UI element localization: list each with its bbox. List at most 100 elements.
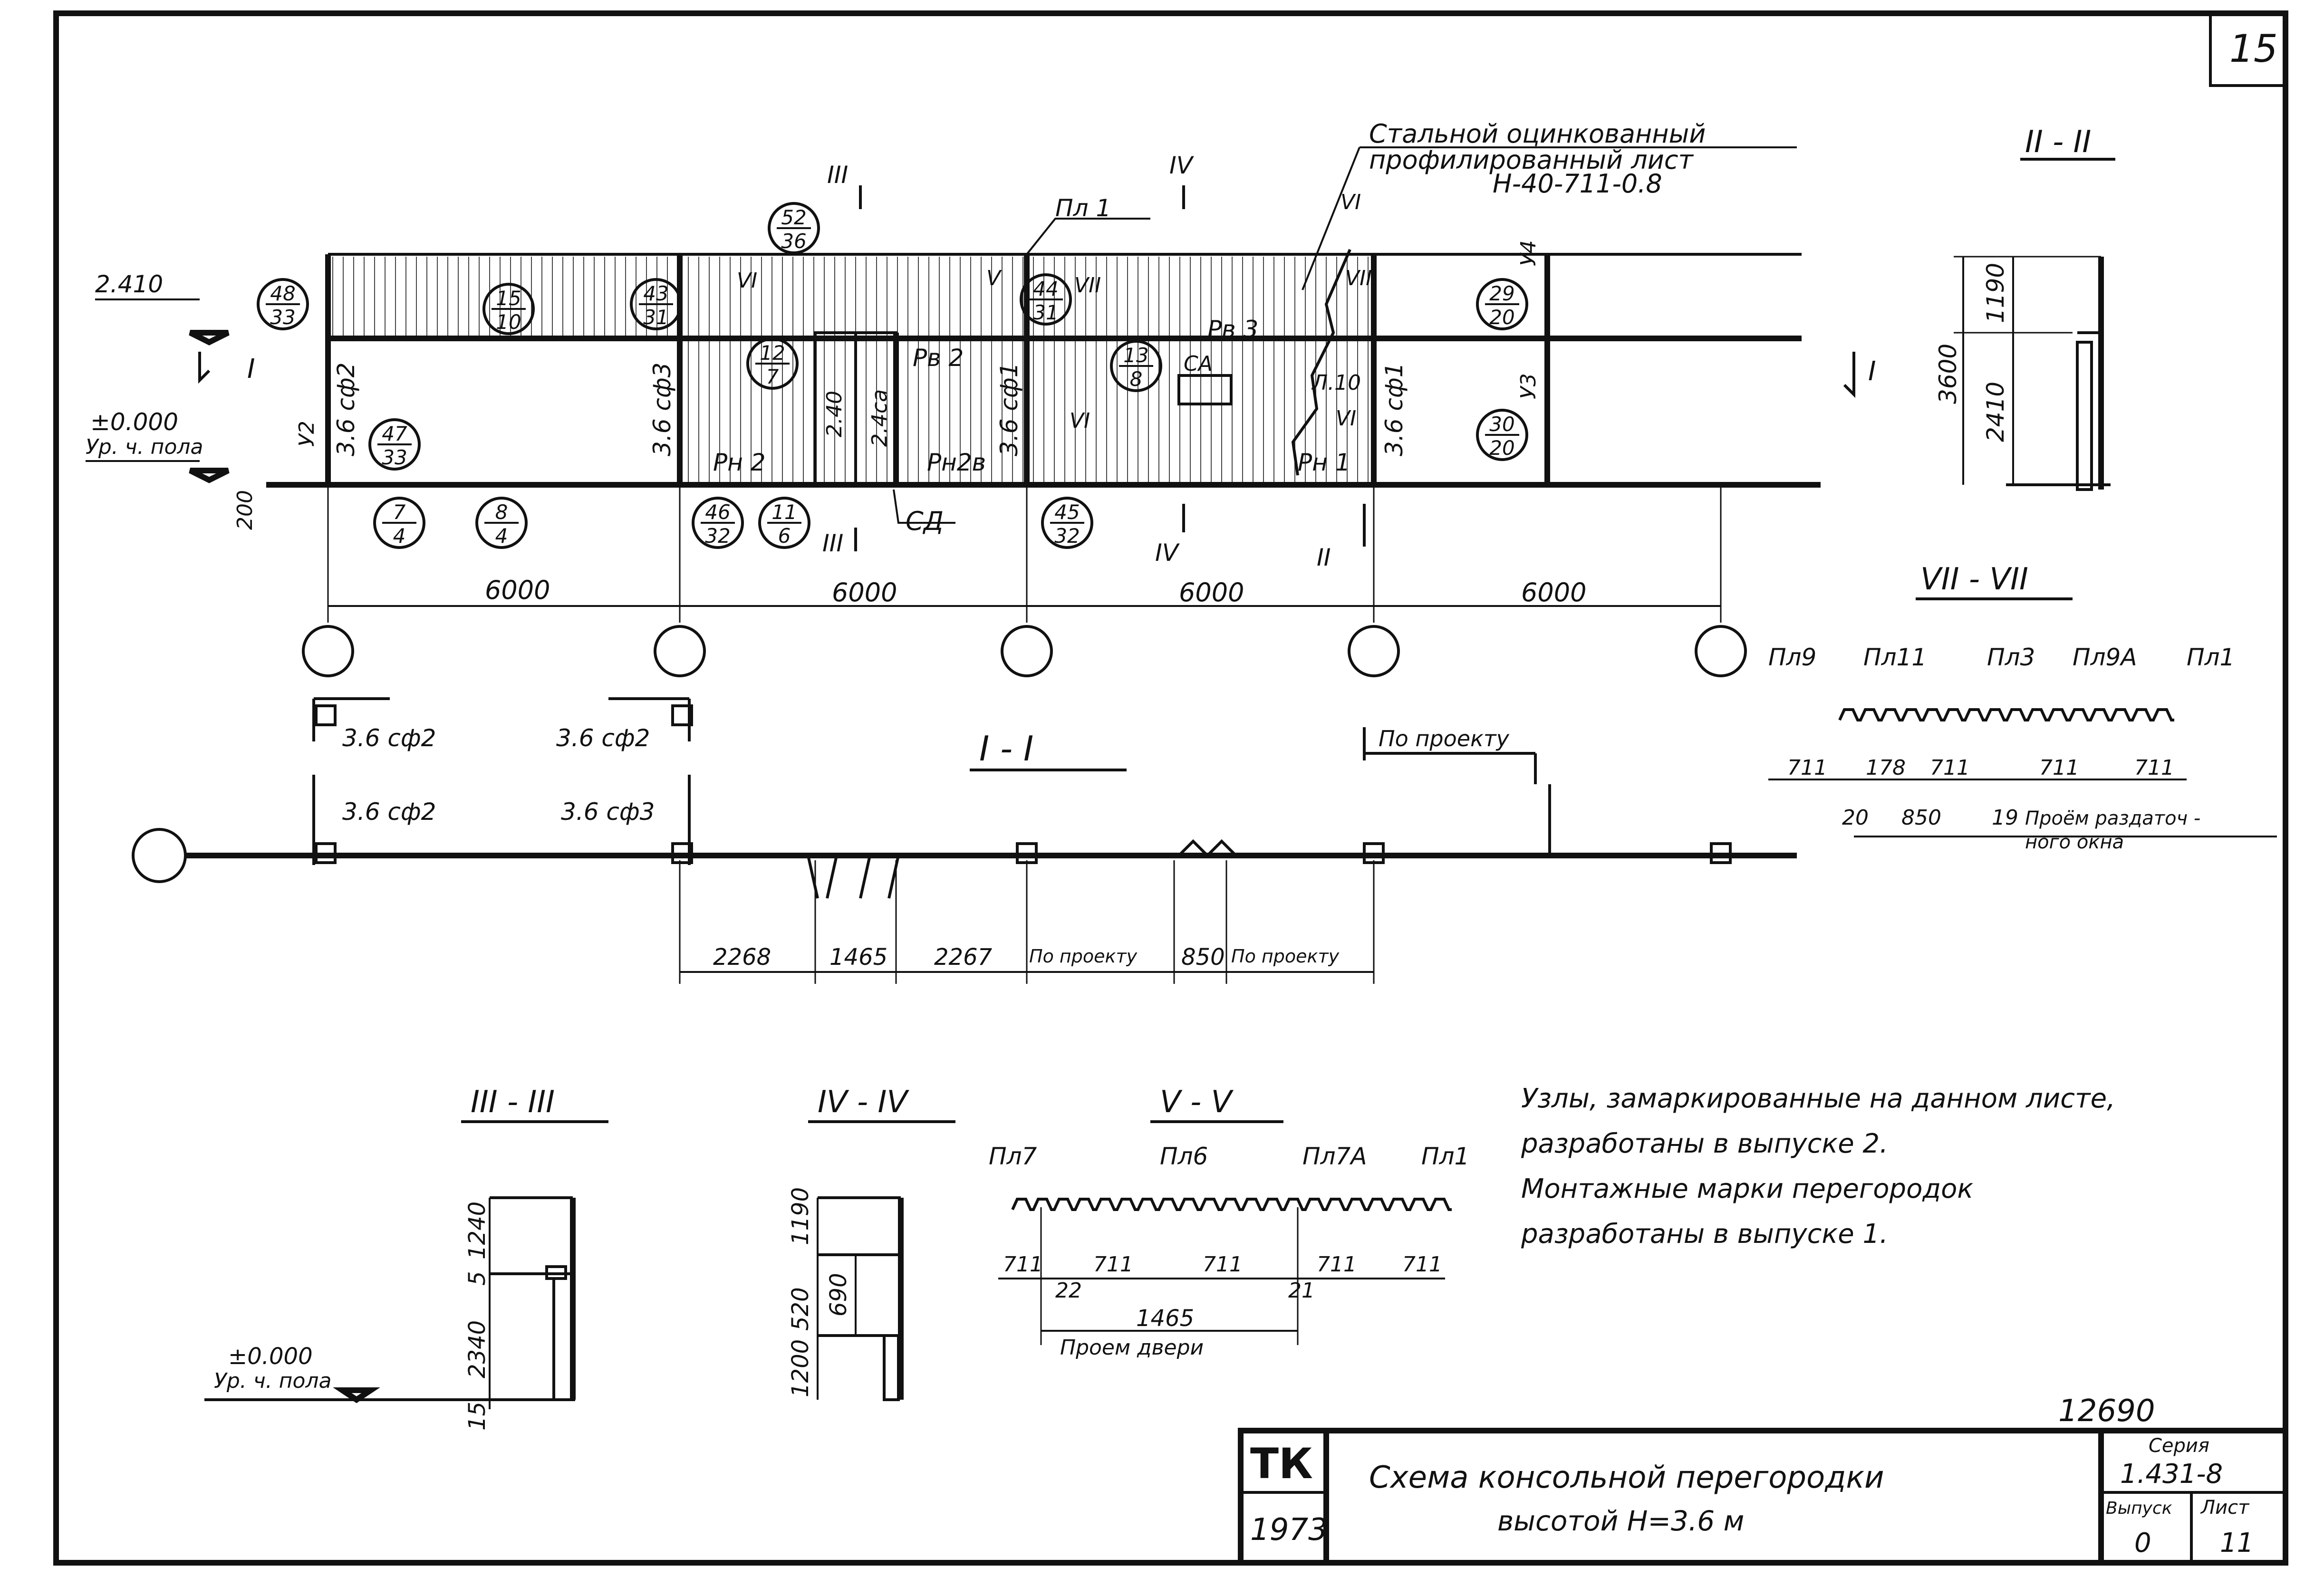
node-mark-top: 43 (643, 282, 668, 305)
cut-VI-left: VI (737, 269, 757, 293)
span-3: 6000 (1179, 577, 1244, 607)
title-year: 1973 (1250, 1512, 1328, 1548)
number-12690: 12690 (2058, 1394, 2155, 1429)
plan-mark-1: 3.6 сф2 (342, 724, 436, 752)
node-mark-top: 12 (760, 341, 785, 365)
section-VII-note-2: ного окна (2025, 831, 2124, 853)
cut-VII-right: VII (1345, 266, 1372, 290)
node-mark-top: 46 (705, 500, 730, 524)
label-sd: СД (906, 506, 944, 536)
serving-window (1177, 374, 1233, 405)
label-rn2v: Рн2в (927, 449, 986, 476)
title-org: ТК (1250, 1439, 1313, 1488)
title-sheet: 11 (2220, 1528, 2254, 1558)
axis-bubble-4 (1348, 625, 1400, 677)
note-3: Монтажные марки перегородок (1521, 1173, 1973, 1204)
section-VII-dim-2: 178 (1866, 756, 1906, 780)
label-l10: Л.10 (1311, 371, 1361, 395)
note-4: разработаны в выпуске 1. (1521, 1219, 1888, 1250)
cut-VI-mid: VI (1070, 409, 1090, 433)
section-V-dim-3: 711 (1203, 1252, 1243, 1277)
plan-mark-4: 3.6 сф3 (561, 798, 655, 826)
title-issue: 0 (2134, 1528, 2151, 1558)
section-I: I - I 3.6 сф2 3.6 сф2 3.6 сф2 3.6 сф3 По… (132, 697, 1797, 984)
cut-I-right: I (1868, 356, 1876, 387)
node-mark-top: 11 (771, 500, 797, 524)
title-line-1: Схема консольной перегородки (1369, 1460, 1884, 1495)
section-V-panel-1: Пл7 (989, 1143, 1037, 1170)
section-III-title: III - III (471, 1085, 555, 1120)
section-V-dim-22: 22 (1055, 1279, 1082, 1303)
section-VII-panel-5: Пл1 (2187, 644, 2235, 671)
plan-mark-2: 3.6 сф2 (556, 724, 650, 752)
node-mark-bottom: 10 (496, 310, 521, 334)
node-mark-bottom: 32 (1054, 524, 1080, 548)
section-III-dim-1240: 1240 (464, 1202, 491, 1260)
axis-bubble-3 (1001, 625, 1053, 677)
node-mark-bottom: 6 (778, 524, 791, 548)
title-series: 1.431-8 (2120, 1459, 2223, 1490)
label-rn2: Рн 2 (713, 449, 766, 476)
node-mark-bottom: 7 (766, 365, 779, 388)
col-mark-4: 3.6 сф1 (1380, 363, 1408, 456)
col-mark-1: 3.6 сф2 (332, 363, 360, 456)
span-1: 6000 (485, 575, 550, 605)
label-rv2: Рв 2 (913, 344, 964, 372)
plan-dim-project-2: По проекту (1231, 946, 1340, 967)
general-notes: Узлы, замаркированные на данном листе, р… (1521, 1083, 2115, 1250)
cut-I-left: I (247, 354, 255, 385)
panel-hatch (332, 257, 1369, 482)
section-II-dim-3600: 3600 (1934, 344, 1962, 404)
section-VII-dim-4: 711 (2039, 756, 2079, 780)
node-mark-top: 8 (495, 500, 508, 524)
section-I-title: I - I (979, 729, 1033, 769)
offset-200: 200 (233, 490, 257, 530)
section-VII-dim-3: 711 (1930, 756, 1970, 780)
section-VII-note-1: Проём раздаточ - (2025, 808, 2200, 829)
cut-VI-low: VI (1336, 406, 1356, 431)
node-mark-top: 29 (1489, 282, 1514, 305)
section-II-dim-2410: 2410 (1982, 382, 2009, 442)
plan-dim-1465: 1465 (829, 944, 887, 971)
section-IV-dim-520: 520 (787, 1287, 814, 1331)
node-mark-top: 13 (1123, 344, 1148, 367)
label-rn1: Рн 1 (1298, 449, 1350, 476)
node-mark-bottom: 4 (495, 524, 508, 548)
plan-dim-project-1: По проекту (1029, 946, 1138, 967)
col-mark-2: 3.6 сф3 (648, 363, 676, 456)
note-2: разработаны в выпуске 2. (1521, 1128, 1888, 1159)
section-V-dim-21: 21 (1288, 1279, 1315, 1303)
section-IV-title: IV - IV (818, 1085, 909, 1120)
cut-IV-bottom: IV (1155, 539, 1180, 567)
note-line-1: Стальной оцинкованный (1369, 119, 1706, 149)
section-V-dim-1465: 1465 (1136, 1305, 1194, 1332)
section-VII-panel-2: Пл11 (1863, 644, 1927, 671)
sheet-number-box (2209, 13, 2285, 87)
section-VII-panel-4: Пл9А (2073, 644, 2137, 671)
section-II-title: II - II (2025, 125, 2091, 160)
note-line-2: профилированный лист (1369, 145, 1694, 175)
cut-IV-top: IV (1169, 152, 1195, 179)
section-V-dim-1: 711 (1003, 1252, 1043, 1277)
door-height-1: 2.40 (822, 391, 847, 437)
title-line-2: высотой Н=3.6 м (1497, 1505, 1744, 1537)
section-II-dim-1190: 1190 (1982, 263, 2009, 323)
section-V-panel-4: Пл1 (1421, 1143, 1469, 1170)
node-mark-bottom: 32 (705, 524, 730, 548)
node-mark-top: 15 (496, 287, 521, 310)
section-V-title: V - V (1160, 1085, 1234, 1120)
section-VII-panel-3: Пл3 (1987, 644, 2035, 671)
section-III-level: ±0.000 (228, 1343, 313, 1370)
section-V-dim-5: 711 (1402, 1252, 1442, 1277)
plan-axis-bubble (132, 828, 187, 883)
section-V-note: Проем двери (1060, 1336, 1204, 1360)
section-V-panel-3: Пл7А (1302, 1143, 1367, 1170)
label-sa: СА (1184, 352, 1213, 376)
node-mark: 84 (475, 497, 528, 549)
node-mark-top: 48 (270, 282, 295, 305)
node-mark-top: 44 (1033, 277, 1058, 300)
cut-III-top: III (827, 161, 848, 189)
